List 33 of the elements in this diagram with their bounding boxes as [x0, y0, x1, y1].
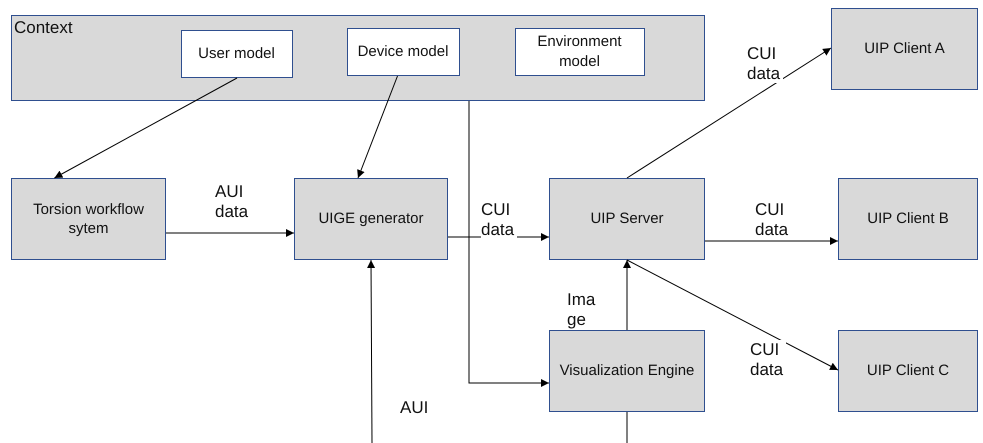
node-label: UIP Client B	[867, 209, 949, 229]
arrow	[626, 48, 832, 178]
node-label: UIP Server	[590, 209, 664, 229]
process-box	[346, 28, 460, 76]
process-box	[294, 178, 448, 260]
node-label: Context	[14, 17, 73, 39]
process-box	[514, 28, 644, 76]
edge-label: CUI data	[747, 44, 783, 84]
arrow	[468, 100, 550, 387]
arrow	[704, 237, 838, 245]
node-label: UIP Client C	[866, 361, 950, 381]
arrow	[626, 260, 838, 370]
process-box	[549, 178, 705, 260]
node-label: Visualization Engine	[560, 361, 694, 381]
arrow	[166, 229, 294, 237]
arrow	[623, 260, 631, 330]
process-box	[838, 178, 978, 260]
process-box	[180, 30, 292, 78]
node-label: UIP Client A	[864, 39, 945, 59]
process-box	[549, 330, 705, 412]
arrow	[54, 78, 238, 178]
node-label: User model	[198, 44, 275, 64]
node-label: UIGE generator	[318, 209, 424, 229]
process-box	[11, 178, 166, 260]
node-label: Torsion workflow sytem	[32, 200, 145, 238]
process-box	[838, 330, 978, 412]
group-box	[11, 15, 705, 101]
edge-label: CUI data	[481, 200, 517, 240]
arrow	[357, 76, 398, 178]
node-label: Device model	[358, 42, 448, 62]
node-label: Environment model	[536, 32, 623, 71]
arrow	[367, 260, 376, 443]
process-box	[831, 8, 978, 90]
